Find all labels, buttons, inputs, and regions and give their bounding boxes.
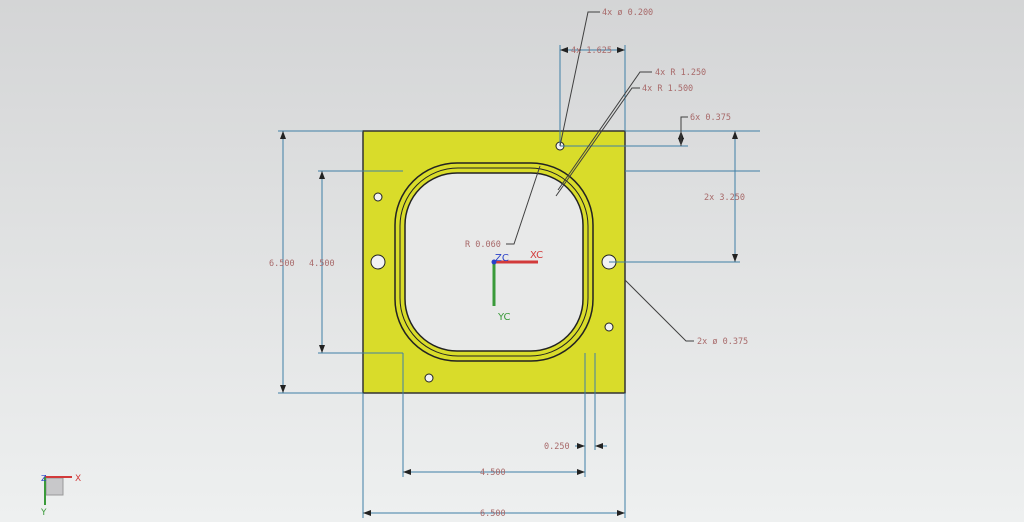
wcs-triad[interactable]: XC YC ZC	[491, 250, 544, 323]
label-edge-offset[interactable]: 6x 0.375	[690, 113, 731, 123]
pocket-outer-boundary[interactable]	[394, 162, 594, 362]
label-wall[interactable]: 0.250	[544, 442, 570, 452]
label-radius-inner[interactable]: 4x R 1.500	[642, 84, 693, 94]
z-label: Z	[41, 474, 47, 483]
x-label: X	[75, 474, 81, 484]
label-pocket-height[interactable]: 4.500	[309, 259, 335, 269]
label-hole-large[interactable]: 2x ø 0.375	[697, 337, 748, 347]
label-pocket-width[interactable]: 4.500	[480, 468, 506, 478]
hole-small[interactable]	[604, 322, 614, 332]
zc-label: ZC	[495, 253, 509, 264]
label-half-height[interactable]: 2x 3.250	[704, 193, 745, 203]
leader-lines	[506, 11, 694, 342]
hole-small[interactable]	[424, 373, 434, 383]
zc-axis-point	[491, 259, 497, 265]
hole-small[interactable]	[373, 192, 383, 202]
label-overall-height[interactable]: 6.500	[269, 259, 295, 269]
hole-large[interactable]	[370, 254, 386, 270]
dimension-lines	[278, 45, 760, 518]
y-label: Y	[40, 508, 47, 518]
pocket-wall	[399, 167, 589, 357]
label-radius-outer[interactable]: 4x R 1.250	[655, 68, 706, 78]
label-hole-pitch[interactable]: 4x 1.625	[571, 46, 612, 56]
yc-label: YC	[497, 312, 511, 323]
label-fillet[interactable]: R 0.060	[465, 240, 501, 250]
view-triad: X Y Z	[40, 474, 81, 518]
xc-label: XC	[530, 250, 543, 261]
label-hole-small[interactable]: 4x ø 0.200	[602, 8, 653, 18]
label-overall-width[interactable]: 6.500	[480, 509, 506, 519]
